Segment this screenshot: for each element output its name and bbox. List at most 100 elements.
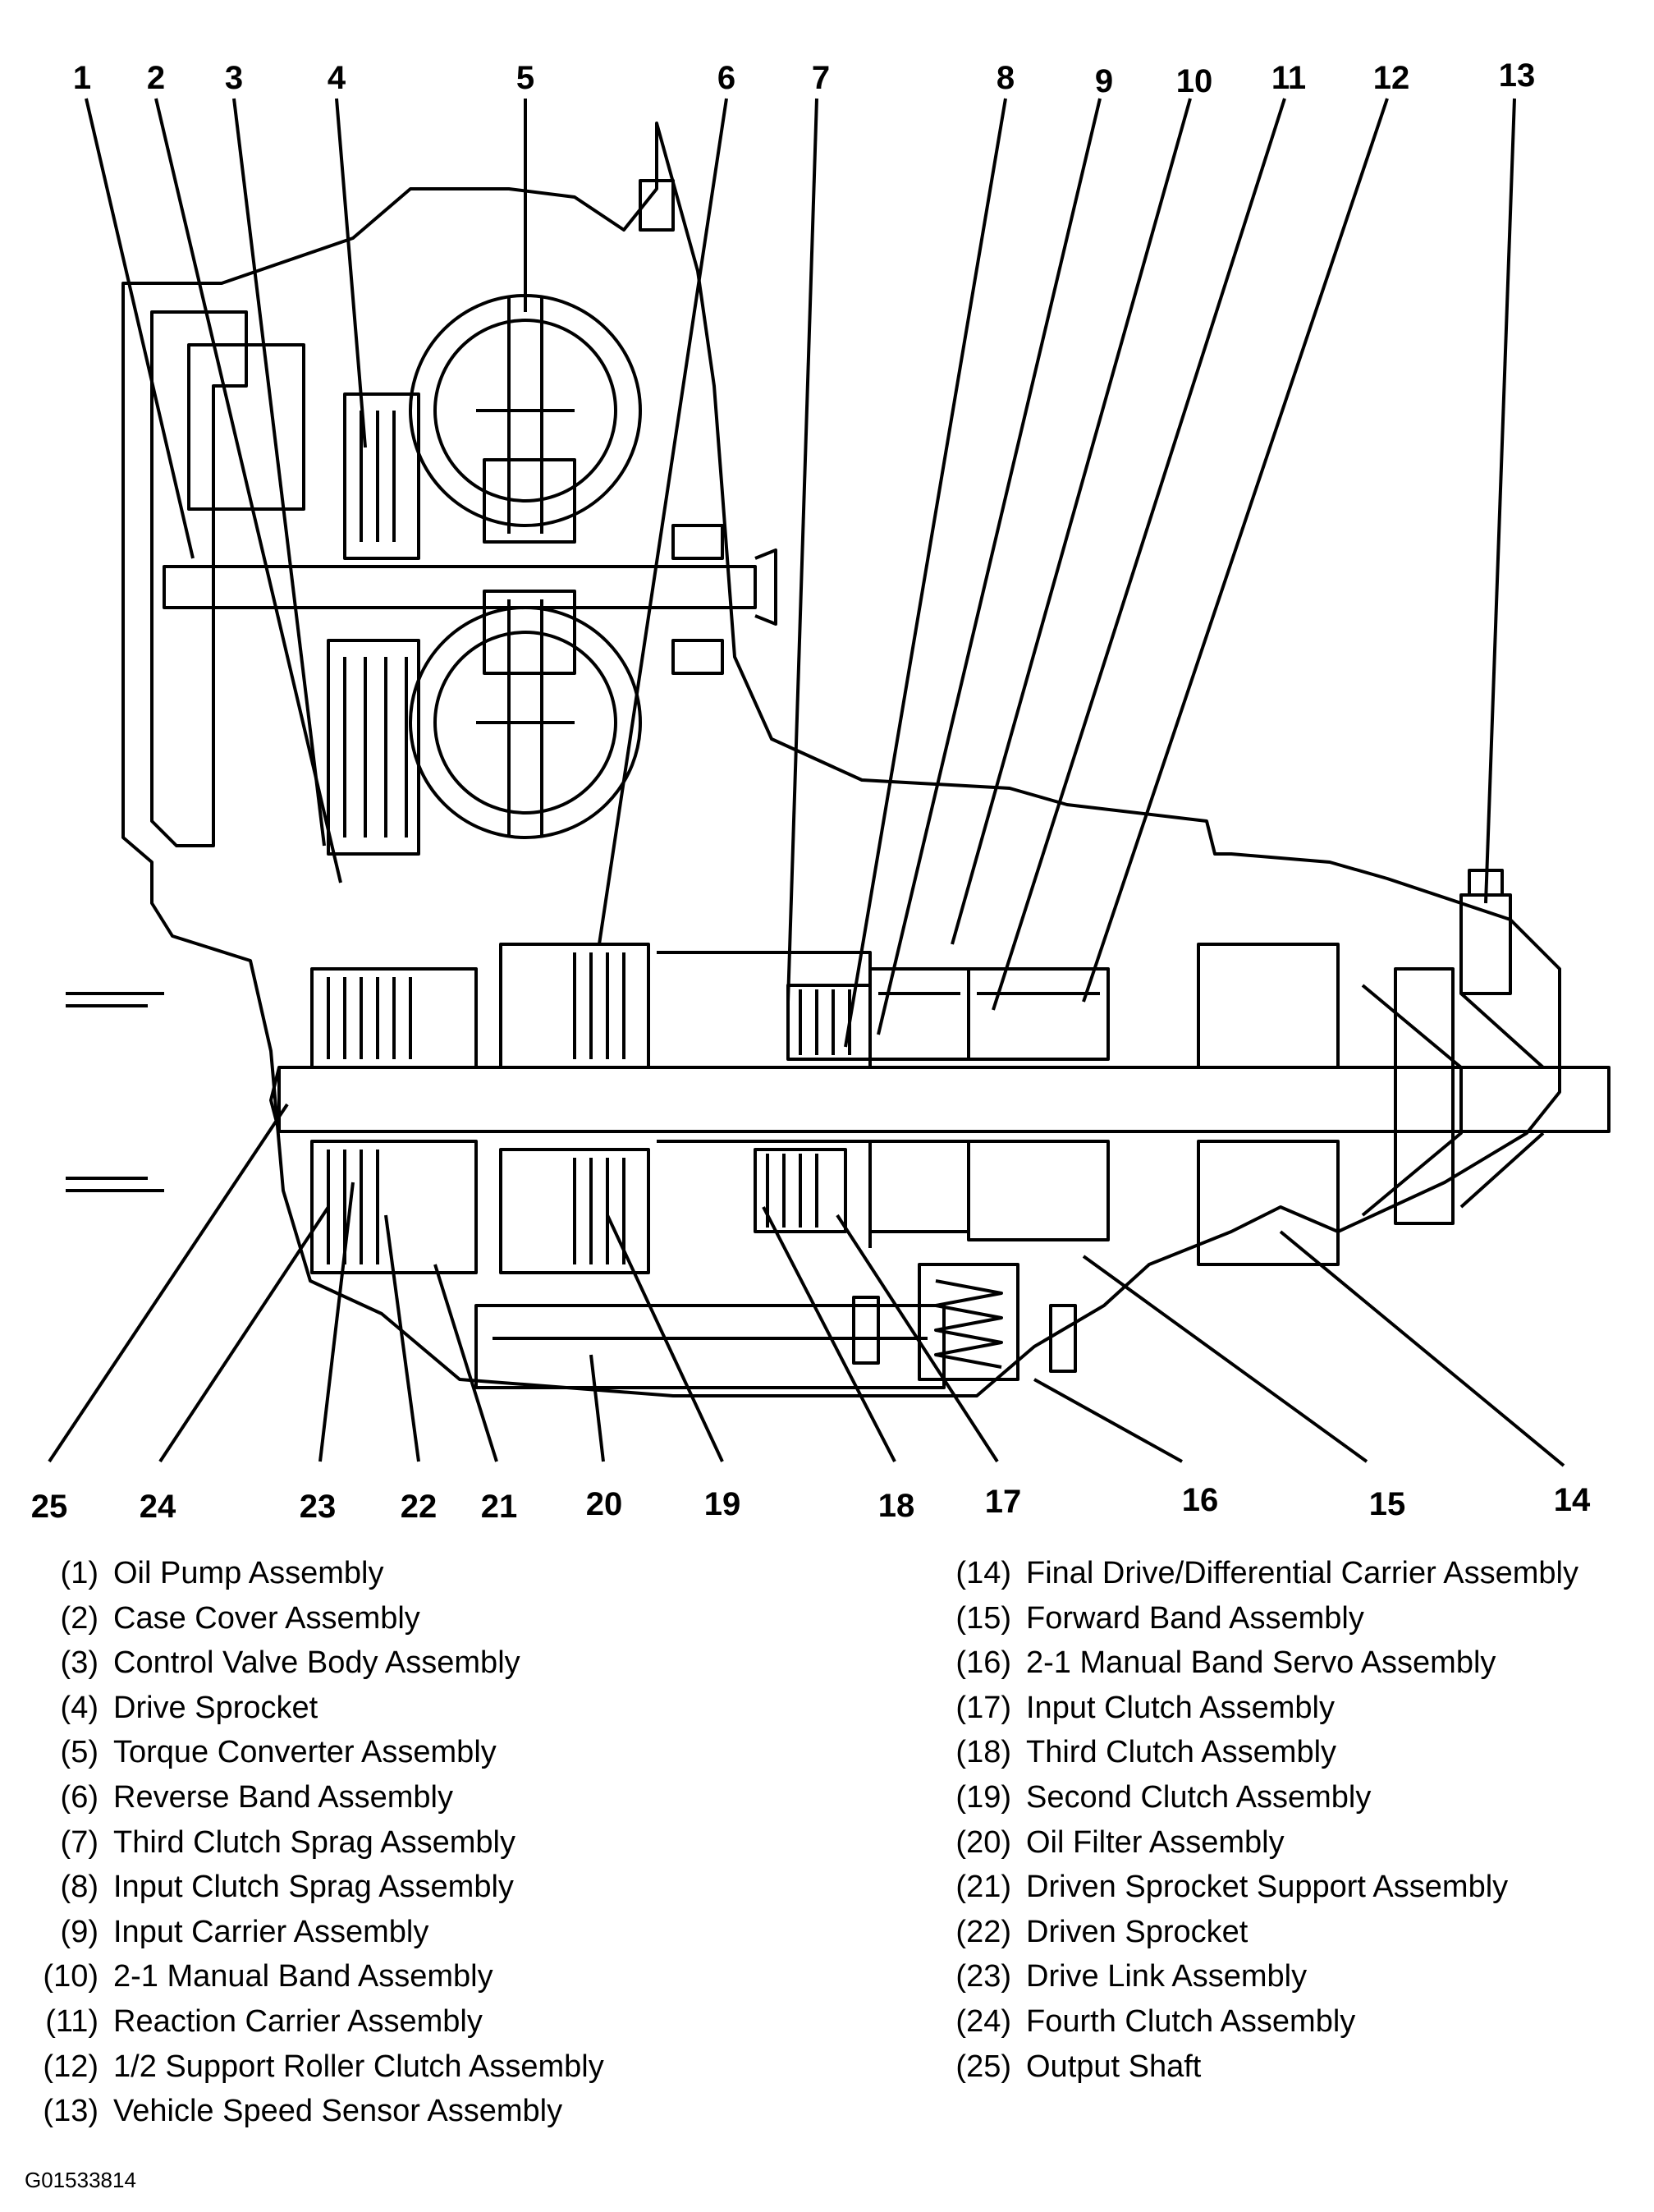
callout-25: 25 xyxy=(31,1489,68,1525)
legend-item: (11) Reaction Carrier Assembly xyxy=(23,2004,604,2049)
legend-label: Case Cover Assembly xyxy=(113,1600,420,1636)
legend-label: Input Carrier Assembly xyxy=(113,1914,429,1949)
legend-label: Torque Converter Assembly xyxy=(113,1735,497,1770)
legend-label: Drive Link Assembly xyxy=(1026,1959,1308,1994)
legend-item: (14) Final Drive/Differential Carrier Ass… xyxy=(936,1556,1578,1601)
legend-item: (9)Input Carrier Assembly xyxy=(23,1915,604,1960)
legend-item: (3) Control Valve Body Assembly xyxy=(23,1645,604,1691)
legend-left-column: (1) Oil Pump Assembly (2) Case Cover Assem… xyxy=(23,1556,604,2139)
legend-right-column: (14) Final Drive/Differential Carrier Ass… xyxy=(936,1556,1578,2094)
callout-2: 2 xyxy=(147,60,165,96)
legend-item: (24)Fourth Clutch Assembly xyxy=(936,2004,1578,2049)
legend-item: (8)Input Clutch Sprag Assembly xyxy=(23,1870,604,1915)
callout-8: 8 xyxy=(997,60,1015,96)
legend-item: (17)Input Clutch Assembly xyxy=(936,1691,1578,1736)
legend-number: (3) xyxy=(60,1645,99,1681)
legend-number: (22) xyxy=(955,1914,1011,1949)
transaxle-cutaway-diagram: 1 2 3 4 5 6 7 8 9 10 11 12 13 14 15 16 1… xyxy=(31,57,1610,1525)
callout-6: 6 xyxy=(717,60,735,96)
legend-number: (4) xyxy=(60,1690,99,1725)
legend-number: (2) xyxy=(60,1600,99,1636)
legend-label: Final Drive/Differential Carrier Assembl… xyxy=(1026,1556,1578,1590)
legend-number: (18) xyxy=(955,1735,1011,1770)
legend-label: Forward Band Assembly xyxy=(1026,1600,1364,1636)
legend-label: Reverse Band Assembly xyxy=(113,1779,453,1815)
callout-9: 9 xyxy=(1095,63,1113,99)
legend-number: (24) xyxy=(955,2003,1011,2039)
callout-13: 13 xyxy=(1499,57,1536,94)
legend-item: (16) 2-1 Manual Band Servo Assembly xyxy=(936,1645,1578,1691)
legend-label: Oil Pump Assembly xyxy=(113,1556,384,1590)
legend-number: (17) xyxy=(955,1690,1011,1725)
callout-22: 22 xyxy=(401,1489,438,1525)
legend-number: (19) xyxy=(955,1779,1011,1815)
legend-item: (23) Drive Link Assembly xyxy=(936,1959,1578,2004)
legend-number: (12) xyxy=(43,2049,99,2084)
callout-20: 20 xyxy=(586,1486,623,1522)
callout-numbers: 1 2 3 4 5 6 7 8 9 10 11 12 13 14 15 16 1… xyxy=(31,57,1591,1525)
legend-label: Vehicle Speed Sensor Assembly xyxy=(113,2094,563,2129)
legend-label: Control Valve Body Assembly xyxy=(113,1645,520,1681)
callout-7: 7 xyxy=(812,60,830,96)
legend-number: (23) xyxy=(955,1959,1011,1994)
legend-item: (2) Case Cover Assembly xyxy=(23,1601,604,1646)
callout-11: 11 xyxy=(1271,60,1306,96)
legend-item: (15) Forward Band Assembly xyxy=(936,1601,1578,1646)
callout-3: 3 xyxy=(225,60,243,96)
legend-item: (18) Third Clutch Assembly xyxy=(936,1735,1578,1780)
callout-21: 21 xyxy=(481,1489,518,1525)
legend-item: (22) Driven Sprocket xyxy=(936,1915,1578,1960)
legend-number: (21) xyxy=(955,1870,1011,1905)
callout-16: 16 xyxy=(1182,1482,1219,1518)
callout-24: 24 xyxy=(140,1489,176,1525)
legend-label: Second Clutch Assembly xyxy=(1026,1779,1372,1815)
legend-label: 2-1 Manual Band Servo Assembly xyxy=(1026,1645,1496,1681)
callout-14: 14 xyxy=(1554,1482,1591,1518)
legend-item: (13) Vehicle Speed Sensor Assembly xyxy=(23,2094,604,2139)
legend-number: (1) xyxy=(60,1556,99,1590)
legend-number: (15) xyxy=(955,1600,1011,1636)
callout-10: 10 xyxy=(1176,63,1213,99)
legend-item: (10) 2-1 Manual Band Assembly xyxy=(23,1959,604,2004)
legend-label: Drive Sprocket xyxy=(113,1690,318,1725)
figure-reference-code: G01533814 xyxy=(25,2168,136,2192)
legend-number: (6) xyxy=(60,1779,99,1815)
legend-item: (4) Drive Sprocket xyxy=(23,1691,604,1736)
callout-12: 12 xyxy=(1373,60,1410,96)
legend-number: (11) xyxy=(45,2003,99,2039)
legend-item: (7) Third Clutch Sprag Assembly xyxy=(23,1825,604,1870)
legend-item: (1) Oil Pump Assembly xyxy=(23,1556,604,1601)
legend-item: (21) Driven Sprocket Support Assembly xyxy=(936,1870,1578,1915)
legend-number: (25) xyxy=(955,2049,1011,2084)
legend-label: Driven Sprocket xyxy=(1026,1914,1249,1949)
legend-label: Third Clutch Assembly xyxy=(1026,1735,1337,1770)
callout-18: 18 xyxy=(878,1488,915,1524)
legend-label: Oil Filter Assembly xyxy=(1026,1824,1285,1860)
callout-5: 5 xyxy=(516,60,534,96)
callout-19: 19 xyxy=(704,1486,741,1522)
callout-1: 1 xyxy=(73,60,91,96)
callout-4: 4 xyxy=(328,60,346,96)
legend-item: (12) 1/2 Support Roller Clutch Assembly xyxy=(23,2049,604,2095)
legend-label: 2-1 Manual Band Assembly xyxy=(113,1959,493,1994)
legend-item: (25) Output Shaft xyxy=(936,2049,1578,2095)
leader-lines xyxy=(48,98,1565,1467)
legend-number: (10) xyxy=(43,1959,99,1994)
legend-number: (16) xyxy=(955,1645,1011,1681)
legend-label: 1/2 Support Roller Clutch Assembly xyxy=(113,2049,604,2084)
legend-item: (20)Oil Filter Assembly xyxy=(936,1825,1578,1870)
legend-item: (19) Second Clutch Assembly xyxy=(936,1780,1578,1825)
legend-number: (5) xyxy=(60,1735,99,1770)
legend-label: Reaction Carrier Assembly xyxy=(113,2003,483,2039)
legend-number: (13) xyxy=(43,2094,99,2129)
legend-item: (6) Reverse Band Assembly xyxy=(23,1780,604,1825)
legend-label: Output Shaft xyxy=(1026,2049,1202,2084)
legend-number: (14) xyxy=(955,1556,1011,1590)
legend-item: (5) Torque Converter Assembly xyxy=(23,1735,604,1780)
transaxle-drawing xyxy=(66,122,1610,1397)
legend-number: (7) xyxy=(60,1824,99,1860)
legend-label: Third Clutch Sprag Assembly xyxy=(113,1824,515,1860)
legend-label: Driven Sprocket Support Assembly xyxy=(1026,1870,1509,1905)
legend-label: Input Clutch Sprag Assembly xyxy=(113,1870,514,1905)
callout-23: 23 xyxy=(300,1489,337,1525)
